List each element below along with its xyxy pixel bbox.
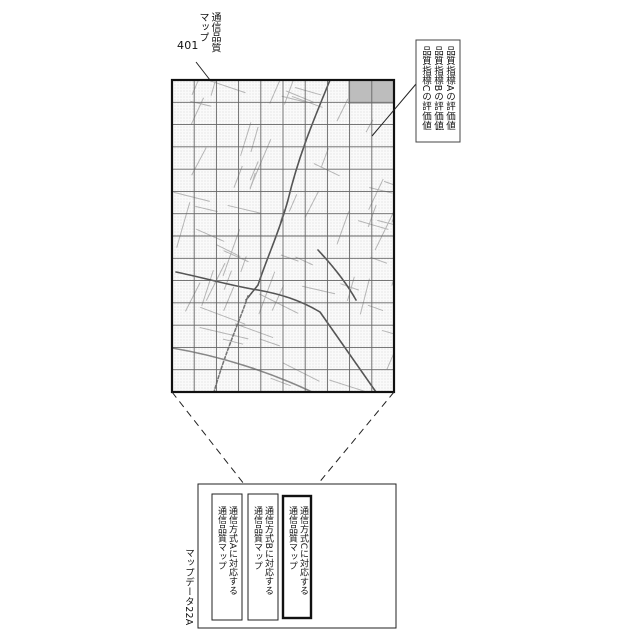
callout-line-a: 品質指標Aの評価値	[443, 46, 455, 130]
zoom-line-right	[308, 392, 394, 496]
callout-line-b: 品質指標Bの評価値	[431, 46, 443, 130]
map-data-title: マップデータ22A	[182, 548, 194, 625]
callout-content: 品質指標Aの評価値 品質指標Bの評価値 品質指標Cの評価値 …	[416, 40, 460, 142]
quality-map-label-c: 通信方式Cに対応する 通信品質マップ	[286, 506, 308, 595]
quality-map	[172, 46, 424, 392]
map-background	[172, 46, 424, 392]
zoom-line-left	[172, 392, 244, 484]
ref-leader-line	[196, 62, 210, 80]
quality-cell-shaded	[348, 80, 394, 104]
quality-map-title: 通信品質 マップ	[196, 12, 220, 53]
quality-map-label-a: 通信方式Aに対応する 通信品質マップ	[215, 506, 237, 595]
callout-ellipsis: …	[435, 122, 445, 134]
callout-line-c: 品質指標Cの評価値	[419, 46, 431, 130]
quality-map-label-b: 通信方式Bに対応する 通信品質マップ	[251, 506, 273, 595]
